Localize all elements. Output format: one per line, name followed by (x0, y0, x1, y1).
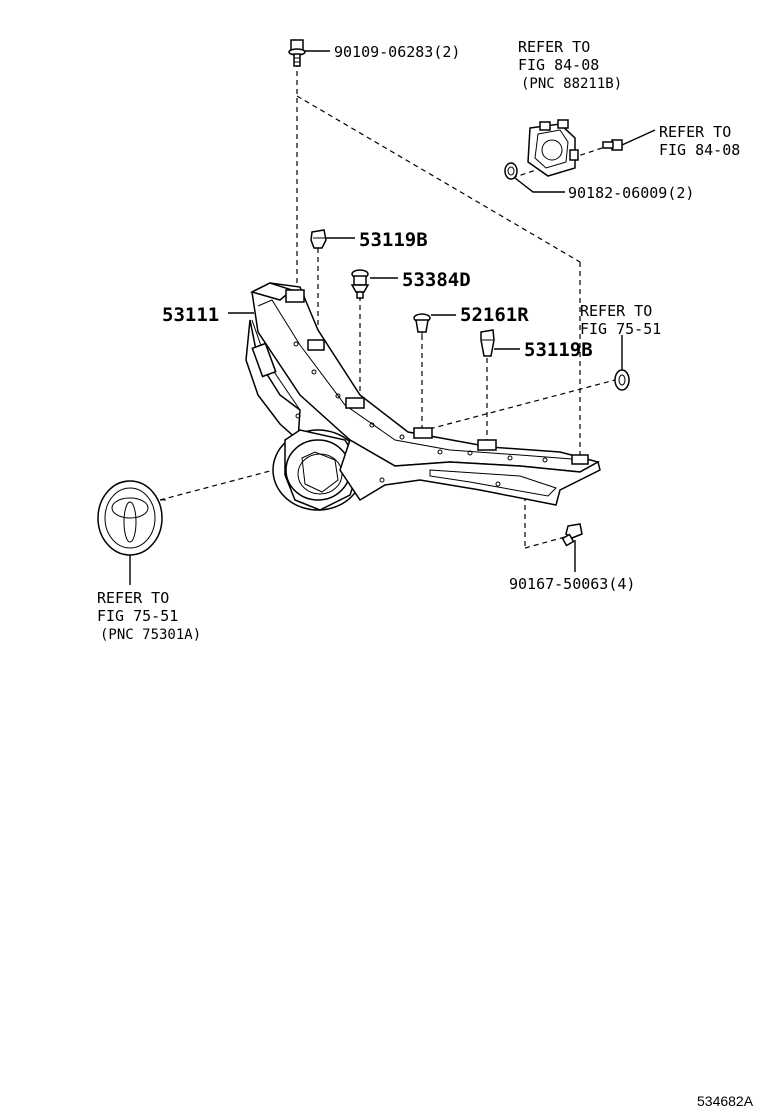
ref-sensor-line3: (PNC 88211B) (521, 76, 622, 92)
label-bolt-top: 90109-06283(2) (334, 43, 460, 61)
label-clip-c: 52161R (460, 304, 529, 326)
ref-sensor-line1: REFER TO (518, 38, 590, 56)
sensor-bolt-icon (602, 139, 623, 151)
clip-53384d-icon (350, 269, 370, 299)
bolt-bottom-icon (561, 523, 583, 547)
ref-washer-line2: FIG 75-51 (580, 320, 661, 338)
label-nut: 90182-06009(2) (568, 184, 694, 202)
label-clip-b: 53384D (402, 269, 471, 291)
ref-emblem-line3: (PNC 75301A) (100, 627, 201, 643)
clip-53119b-upper-icon (310, 229, 327, 249)
figure-id: 534682A (697, 1093, 754, 1109)
grille-part (245, 282, 601, 511)
nut-icon (504, 162, 518, 180)
ref-washer-line1: REFER TO (580, 302, 652, 320)
ref-sensor-bolt-line2: FIG 84-08 (659, 141, 740, 159)
label-bolt-bottom: 90167-50063(4) (509, 575, 635, 593)
label-clip-d: 53119B (524, 339, 593, 361)
clip-53119b-lower-icon (480, 329, 495, 357)
label-clip-a: 53119B (359, 229, 428, 251)
label-grille: 53111 (162, 304, 219, 326)
ref-emblem-line1: REFER TO (97, 589, 169, 607)
washer-icon (614, 369, 630, 391)
clip-52161r-icon (413, 313, 431, 337)
emblem-icon (97, 480, 166, 556)
ref-sensor-bolt-line1: REFER TO (659, 123, 731, 141)
bolt-top-icon (288, 39, 306, 67)
ref-sensor-line2: FIG 84-08 (518, 56, 599, 74)
ref-emblem-line2: FIG 75-51 (97, 607, 178, 625)
leader-sensor-bolt (621, 129, 656, 146)
sensor-icon (527, 119, 579, 177)
leader-nut (514, 177, 565, 193)
